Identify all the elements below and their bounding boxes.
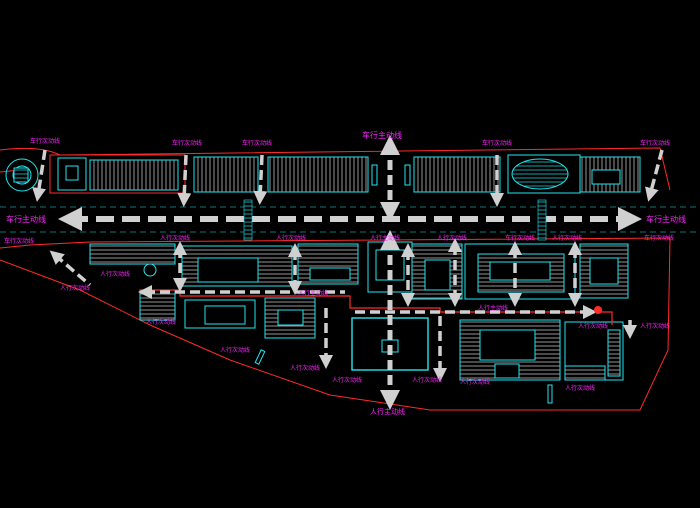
vehicle-second-label: 车行次动线: [172, 139, 202, 147]
vehicle-second-label: 车行次动线: [640, 139, 670, 147]
vehicle-second-label: 车行次动线: [644, 234, 674, 242]
pedestrian-main-label-bottom: 人行主动线: [370, 407, 405, 416]
ped-second-label: 人行次动线: [160, 234, 190, 242]
vehicle-second-label: 车行次动线: [30, 137, 60, 145]
north-buildings: [49, 154, 641, 194]
vehicle-second-label: 车行次动线: [505, 234, 535, 242]
ped-main-label: 人行主动线: [478, 304, 508, 312]
landscape-decor: [143, 263, 602, 404]
ped-second-label: 人行次动线: [290, 364, 320, 372]
ped-second-label: 人行次动线: [565, 384, 595, 392]
ped-main-label: 人行主动线: [298, 289, 328, 297]
roundabout: [5, 158, 39, 192]
ped-second-label: 人行次动线: [578, 322, 608, 330]
vehicle-main-label-left: 车行主动线: [6, 214, 46, 224]
ped-second-label: 人行次动线: [100, 270, 130, 278]
ped-second-label: 人行次动线: [552, 234, 582, 242]
north-vehicle-arrows: [32, 135, 664, 222]
ped-second-label: 人行次动线: [146, 318, 176, 326]
pedestrian-arrows: [49, 230, 637, 410]
ped-second-label: 人行次动线: [276, 234, 306, 242]
ped-main-label: 人行主动线: [370, 234, 400, 242]
vehicle-main-label-right: 车行主动线: [646, 214, 686, 224]
building-n4: [413, 156, 501, 193]
ped-second-label: 人行次动线: [412, 376, 442, 384]
vehicle-main-label-top: 车行主动线: [362, 130, 402, 140]
ped-second-label: 人行次动线: [220, 346, 250, 354]
vehicle-second-label: 车行次动线: [242, 139, 272, 147]
ped-second-label: 人行次动线: [640, 322, 670, 330]
vehicle-second-label: 车行次动线: [482, 139, 512, 147]
building-n2: [193, 156, 259, 193]
vehicle-second-label: 车行次动线: [4, 237, 34, 245]
ped-second-label: 人行次动线: [60, 284, 90, 292]
building-n3: [267, 156, 369, 193]
ped-second-label: 人行次动线: [332, 376, 362, 384]
ped-second-label: 人行次动线: [460, 378, 490, 386]
road-crossings: [243, 199, 547, 241]
ped-second-label: 人行次动线: [437, 234, 467, 242]
